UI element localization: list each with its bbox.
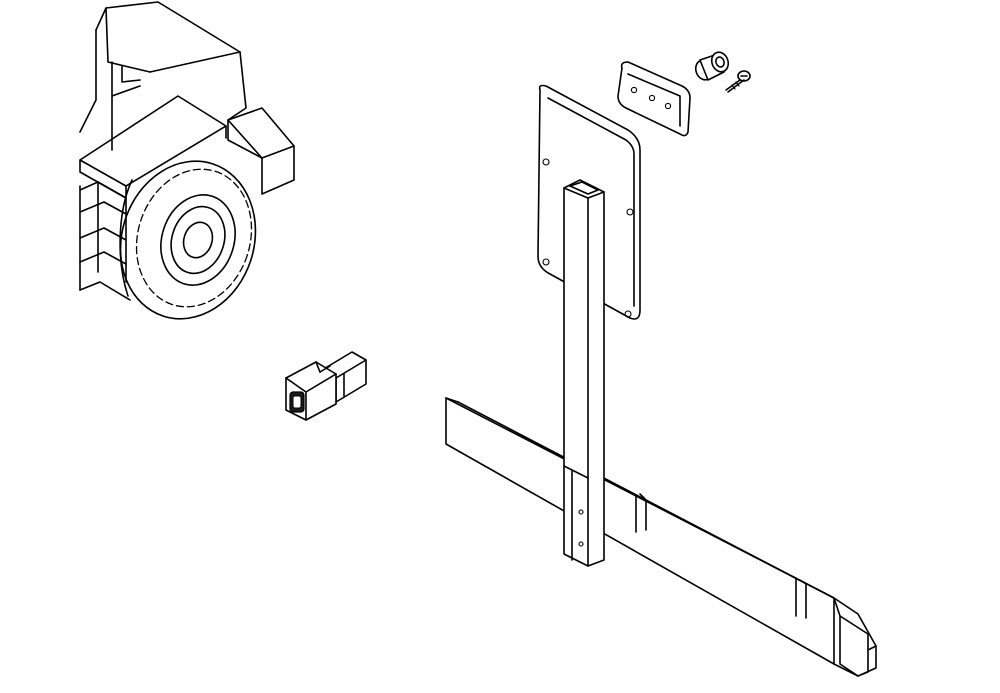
lamp-bulb-socket (694, 51, 730, 81)
license-plate-lamp (617, 61, 691, 137)
mounting-beam (445, 397, 877, 677)
vehicle-front-fender-and-wheel (79, 1, 295, 320)
mounting-post (563, 179, 605, 567)
mounting-screw (725, 70, 751, 93)
electrical-connector (285, 351, 367, 421)
